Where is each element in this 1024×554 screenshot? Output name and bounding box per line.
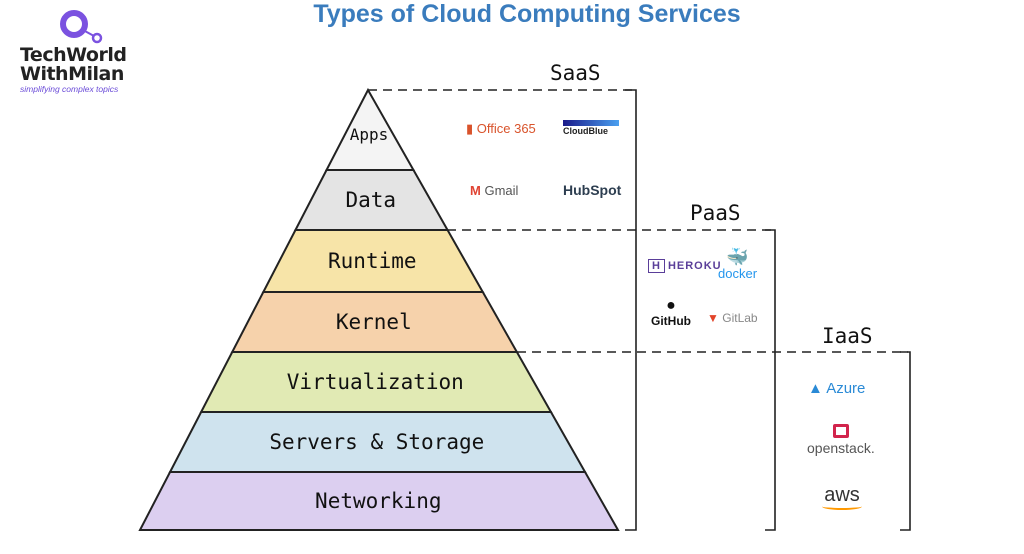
layer-label: Runtime [328, 249, 417, 273]
logo-tagline: simplifying complex topics [20, 84, 119, 94]
aws-logo: aws [822, 484, 862, 510]
logo-line1: TechWorld [20, 44, 127, 66]
azure-logo: ▲ Azure [808, 380, 866, 397]
gmail-logo: M Gmail [470, 183, 519, 198]
openstack-text: openstack. [807, 440, 875, 456]
github-text: GitHub [651, 314, 691, 328]
logo-icon [60, 10, 103, 44]
azure-text: Azure [826, 380, 866, 397]
cloudblue-logo: CloudBlue [563, 120, 619, 136]
aws-text: aws [824, 484, 860, 506]
page-title: Types of Cloud Computing Services [313, 0, 741, 28]
saas-bracket [625, 89, 637, 531]
layer-label: Kernel [336, 310, 412, 334]
openstack-logo: openstack. [807, 424, 875, 456]
paas-bracket [765, 229, 776, 531]
heroku-text: HEROKU [667, 260, 722, 272]
gitlab-text: GitLab [722, 311, 758, 325]
layer-label: Apps [350, 125, 389, 144]
cloudblue-text: CloudBlue [563, 126, 608, 136]
layer-label: Servers & Storage [269, 430, 484, 454]
gitlab-logo: ▼ GitLab [707, 311, 758, 325]
saas-label: SaaS [550, 61, 601, 85]
office365-logo: ▮ Office 365 [466, 121, 536, 136]
gmail-text: Gmail [484, 183, 519, 198]
docker-text: docker [718, 266, 758, 281]
github-logo: ●GitHub [651, 297, 691, 329]
hubspot-logo: HubSpot [563, 182, 622, 198]
office365-text: Office 365 [476, 121, 536, 136]
layer-label: Virtualization [287, 370, 464, 394]
iaas-bracket [900, 351, 911, 531]
logo-line2: WithMilan [20, 63, 124, 85]
layer-label: Networking [315, 489, 441, 513]
layer-label: Data [345, 188, 396, 212]
paas-label: PaaS [690, 201, 741, 225]
iaas-label: IaaS [822, 324, 873, 348]
docker-logo: 🐳docker [718, 247, 758, 281]
logo: TechWorld WithMilan simplifying complex … [20, 8, 127, 94]
layer-6 [138, 471, 620, 531]
